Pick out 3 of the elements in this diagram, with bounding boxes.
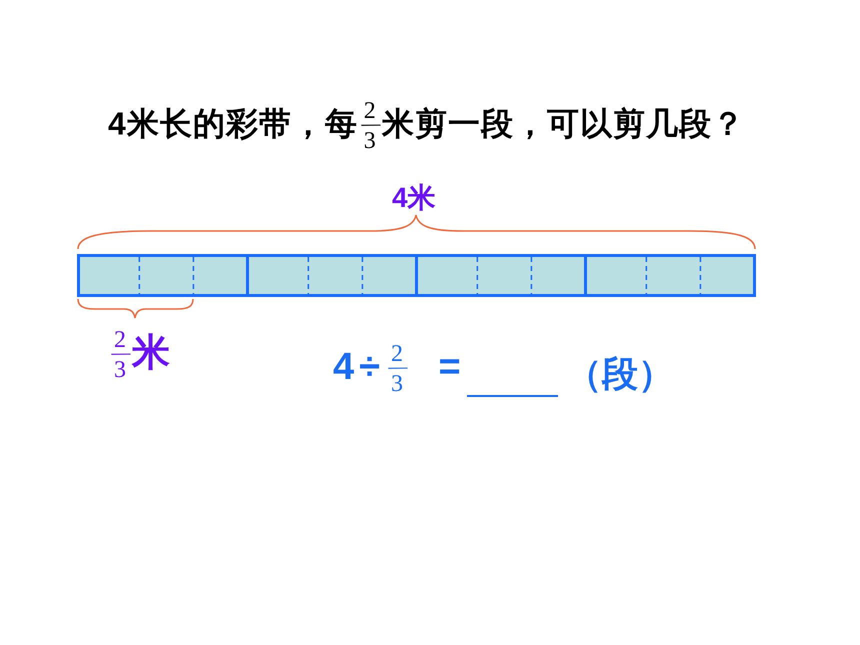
ribbon-bar	[77, 254, 756, 297]
length-label: 4米	[392, 184, 436, 212]
unit-text: （段）	[566, 356, 674, 392]
